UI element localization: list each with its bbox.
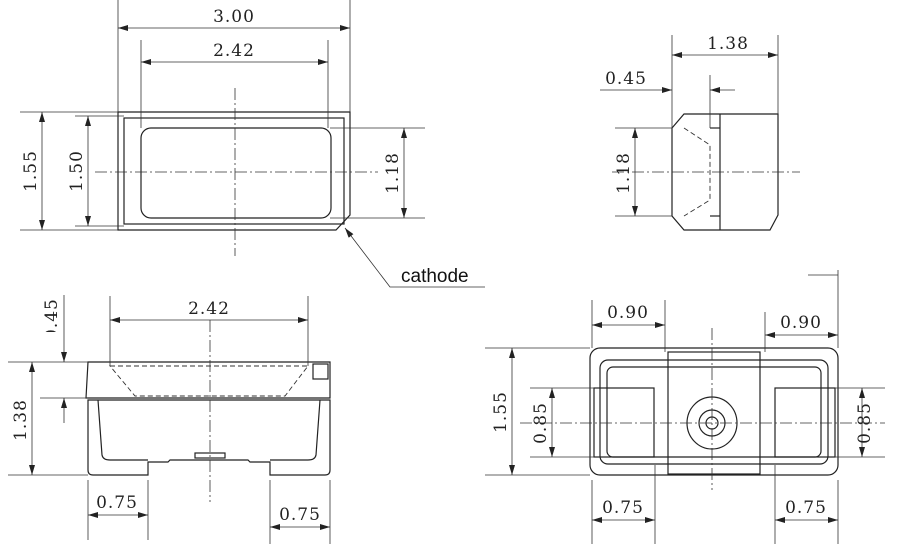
front-view: 2.42 0.45 1.38 0.75 0.75 <box>8 295 331 544</box>
dim-bottom-pad-right: 0.75 <box>785 498 827 518</box>
dim-bottom-height: 1.55 <box>491 391 511 433</box>
side-view: 1.38 0.45 1.18 <box>600 34 800 231</box>
dim-pad-width-left: 0.90 <box>607 303 649 323</box>
top-view: 3.00 2.42 1.55 1.50 1.18 cathode <box>20 0 485 288</box>
dim-side-lens-height: 1.18 <box>614 152 634 194</box>
dim-pad-height-right: 0.85 <box>855 402 875 444</box>
dim-lens-offset: 0.45 <box>605 69 647 89</box>
dim-front-lens-height: 0.45 <box>42 298 62 340</box>
dim-front-pad-right: 0.75 <box>279 505 321 525</box>
dim-pad-height-left: 0.85 <box>531 402 551 444</box>
dim-front-height: 1.38 <box>11 399 31 441</box>
dim-front-lens-width: 2.42 <box>188 299 230 319</box>
dim-pad-width-right: 0.90 <box>780 313 822 333</box>
dim-height-total: 1.55 <box>21 150 41 192</box>
dim-height-body: 1.50 <box>67 150 87 192</box>
dim-height-lens: 1.18 <box>383 152 403 194</box>
dim-bottom-pad-left: 0.75 <box>602 498 644 518</box>
dim-width-total: 3.00 <box>213 7 255 27</box>
dim-front-pad-left: 0.75 <box>96 493 138 513</box>
dim-depth: 1.38 <box>707 34 749 54</box>
bottom-view: 0.90 0.90 1.55 0.85 0.85 0.75 0.75 <box>485 270 885 544</box>
cathode-label: cathode <box>401 266 469 287</box>
dim-width-lens: 2.42 <box>213 41 255 61</box>
